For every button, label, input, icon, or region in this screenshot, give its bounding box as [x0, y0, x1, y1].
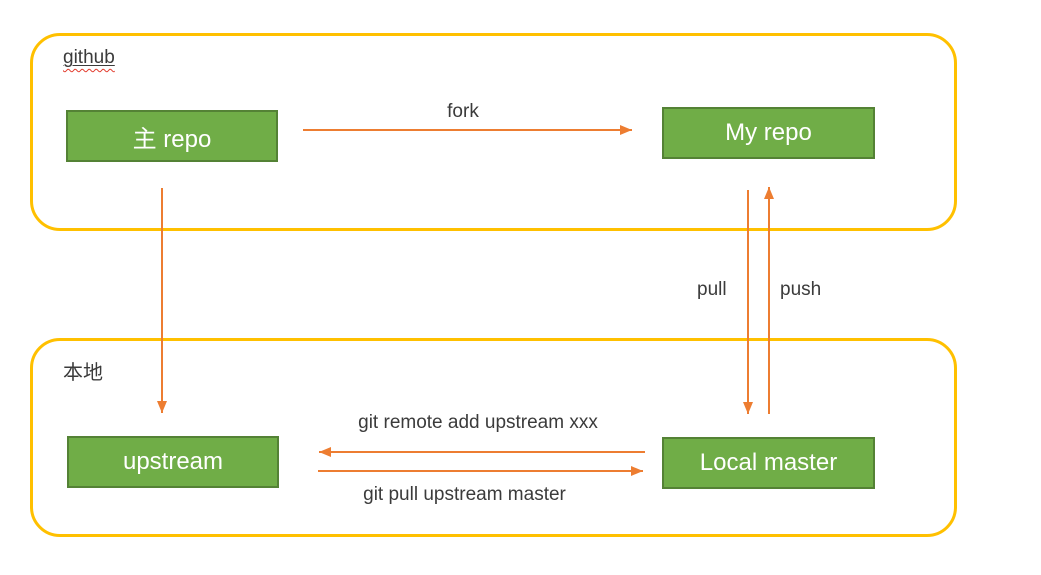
node-upstream: upstream	[67, 436, 279, 488]
node-my-repo: My repo	[662, 107, 875, 159]
node-main-repo: 主 repo	[66, 110, 278, 162]
edge-label-pull-upstream: git pull upstream master	[363, 484, 566, 505]
node-local-master: Local master	[662, 437, 875, 489]
region-github	[30, 33, 957, 231]
edge-label-remote-add: git remote add upstream xxx	[358, 412, 598, 433]
region-local	[30, 338, 957, 537]
edge-label-push: push	[780, 279, 822, 300]
edge-label-fork: fork	[447, 101, 479, 122]
region-github-label: github	[63, 47, 115, 69]
region-github-label-text: github	[63, 47, 115, 68]
spellcheck-squiggle: github	[63, 47, 115, 68]
region-local-label: 本地	[63, 362, 103, 384]
edge-label-pull: pull	[697, 279, 727, 300]
